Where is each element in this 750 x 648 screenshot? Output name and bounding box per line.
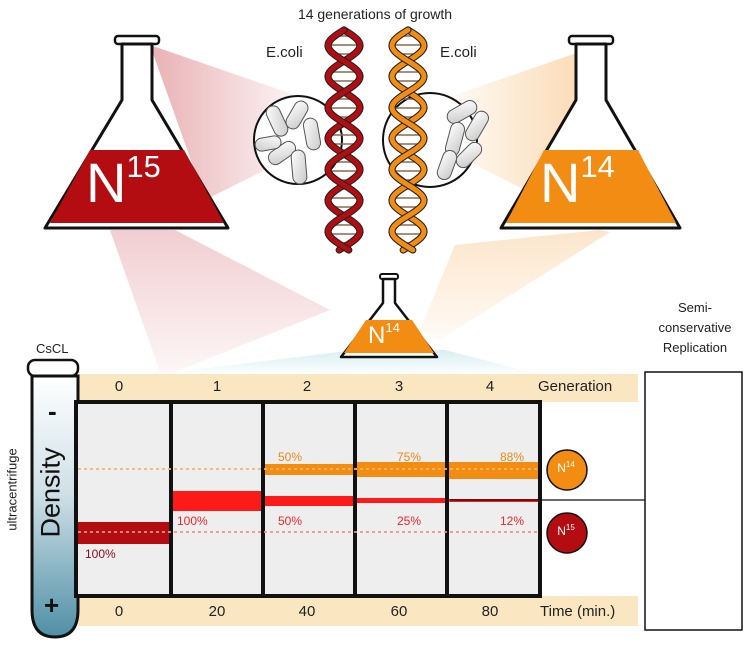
- band-gen2-hybrid: [264, 496, 354, 506]
- gen4-n14-percent: 88%: [500, 450, 525, 464]
- gen1-n15-percent: 100%: [177, 514, 208, 528]
- n15-dna-helix: [324, 26, 364, 254]
- plus-sign: +: [44, 590, 60, 620]
- small-flask-label: N14: [368, 320, 401, 349]
- cscl-tube: [26, 358, 80, 639]
- gen4-n15-percent: 12%: [500, 514, 525, 528]
- n15-badge-label: N15: [557, 523, 575, 538]
- time-20: 20: [208, 603, 226, 620]
- lane-0: [78, 404, 170, 594]
- n14-badge-label: N14: [557, 460, 575, 475]
- ecoli-circle-left: [253, 95, 343, 185]
- band-gen3-hybrid: [356, 498, 446, 503]
- semi-conservative-box: [644, 371, 743, 631]
- generation-4: 4: [485, 378, 495, 395]
- density-label: Density: [35, 447, 66, 538]
- generation-1: 1: [212, 378, 222, 395]
- n14-badge: [546, 449, 588, 491]
- generation-2: 2: [302, 378, 312, 395]
- semi-label-line-3: Replication: [662, 340, 728, 355]
- gen3-n14-percent: 75%: [397, 450, 422, 464]
- band-gen4-n14: [448, 462, 538, 479]
- centrifuge-lanes: [74, 400, 542, 598]
- ecoli-circle-right: [382, 92, 489, 188]
- generation-3: 3: [394, 378, 404, 395]
- n14-dna-helix: [388, 26, 428, 254]
- cscl-label: CsCL: [36, 341, 69, 356]
- n15-flask-label: N15: [86, 149, 161, 214]
- time-band: [78, 596, 638, 626]
- time-40: 40: [298, 603, 316, 620]
- minus-sign: -: [48, 396, 57, 426]
- time-label: Time (min.): [540, 603, 616, 620]
- gen0-n15-percent: 100%: [85, 547, 116, 561]
- time-60: 60: [390, 603, 408, 620]
- time-80: 80: [481, 603, 499, 620]
- semi-label-line-1: Semi-: [678, 300, 712, 315]
- gen2-n15-percent: 50%: [278, 514, 303, 528]
- generation-label: Generation: [538, 378, 613, 395]
- n15-badge: [546, 512, 588, 554]
- ecoli-label-left: E.coli: [266, 44, 303, 61]
- n14-flask-label: N14: [540, 149, 615, 214]
- generation-band: [78, 374, 638, 402]
- n14-flask: [499, 34, 682, 230]
- semi-label-line-2: conservative: [658, 320, 732, 335]
- generation-0: 0: [114, 378, 124, 395]
- diagram-title: 14 generations of growth: [297, 6, 453, 22]
- semi-conservative-label: Semi- conservative Replication: [640, 298, 750, 358]
- band-gen0-n15: [78, 522, 170, 544]
- small-n14-flask: [339, 273, 439, 359]
- band-gen1-hybrid: [172, 491, 262, 511]
- band-gen3-n14: [356, 462, 446, 477]
- n15-flask: [43, 34, 230, 230]
- time-0: 0: [114, 603, 124, 620]
- gen2-n14-percent: 50%: [278, 450, 303, 464]
- ecoli-label-right: E.coli: [440, 44, 477, 61]
- gen3-n15-percent: 25%: [397, 514, 422, 528]
- ultracentrifuge-label: ultracentrifuge: [4, 448, 20, 531]
